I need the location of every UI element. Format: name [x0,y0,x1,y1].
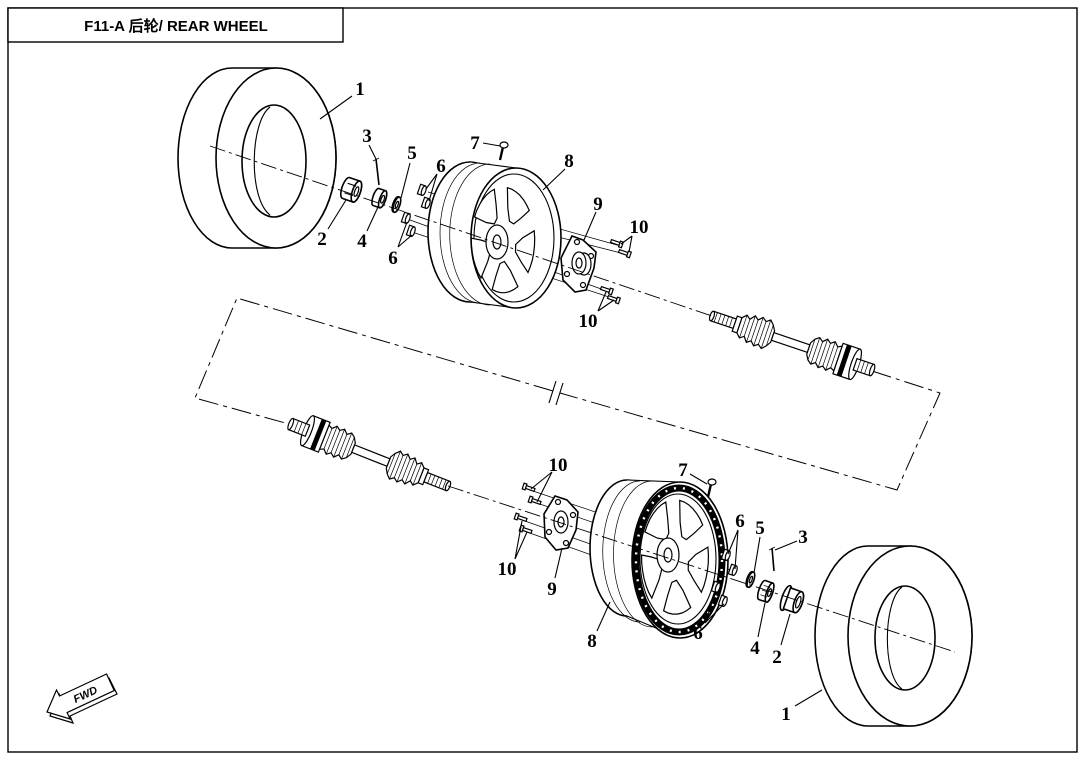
forward-arrow-icon: FWD [46,673,118,724]
tire-bore [241,104,307,218]
callout-nut: 4 [750,638,760,659]
callout-cotter-pin: 3 [362,126,372,147]
page-title: F11-A 后轮/ REAR WHEEL [84,17,268,35]
spoke-opening [473,188,498,225]
lower-cotter-pin [768,546,776,572]
lower-wheel-axis [447,485,956,653]
upper-tire [177,67,337,249]
shaft-connector-line [194,297,941,491]
callout-bolt: 7 [470,133,480,154]
spoke-opening [506,186,531,225]
callout-lug-nut: 6 [693,623,703,644]
callout-hub-bolt: 10 [498,559,517,580]
callout-washer: 5 [407,143,417,164]
break-mark [548,380,564,406]
lower-washer [745,570,756,589]
upper-hub-flange [560,235,597,293]
upper-valve-bolt [498,141,509,161]
callout-tire: 1 [355,79,365,100]
upper-hub-bolts [599,238,633,305]
callout-cotter-pin: 3 [798,527,808,548]
lower-nut [756,579,775,603]
callout-nut: 4 [357,231,367,252]
callout-hub-bolt: 10 [630,217,649,238]
lower-tire [814,545,973,727]
callout-washer: 5 [755,518,765,539]
callouts-upper: 1 3 5 6 7 8 9 10 2 4 6 10 [317,79,648,332]
callout-hub: 9 [547,579,557,600]
lower-valve-bolt [706,478,717,498]
title-box [7,7,344,43]
upper-rim [427,161,562,309]
callout-hub-bolt: 10 [549,455,568,476]
spoke-opening [491,260,519,294]
callouts-lower: 10 7 6 5 3 10 9 8 6 4 2 1 [498,455,808,725]
tire-bore [874,585,936,691]
callout-lug-nut: 6 [735,511,745,532]
upper-wheel-axis [209,145,713,317]
spoke-opening [662,579,692,615]
callout-hub: 9 [593,194,603,215]
spoke-opening [679,499,704,541]
callout-lug-nut: 6 [388,248,398,269]
callout-lug-nut: 6 [436,156,446,177]
lower-rim-spokes [640,499,710,615]
callout-hub-bolt: 10 [579,311,598,332]
lower-castle-nut [779,584,805,614]
callout-rim: 8 [564,151,574,172]
leader-lines [319,95,823,707]
callout-tire: 1 [781,704,791,725]
callout-castle-nut: 2 [317,229,327,250]
callout-bolt: 7 [678,460,688,481]
callout-castle-nut: 2 [772,647,782,668]
upper-cotter-pin [372,157,380,186]
upper-castle-nut [340,176,363,203]
upper-rim-spokes [470,186,536,294]
callout-rim: 8 [587,631,597,652]
upper-nut [371,187,388,209]
spoke-opening [687,546,710,594]
spoke-opening [514,229,536,274]
lower-rim [589,479,729,639]
